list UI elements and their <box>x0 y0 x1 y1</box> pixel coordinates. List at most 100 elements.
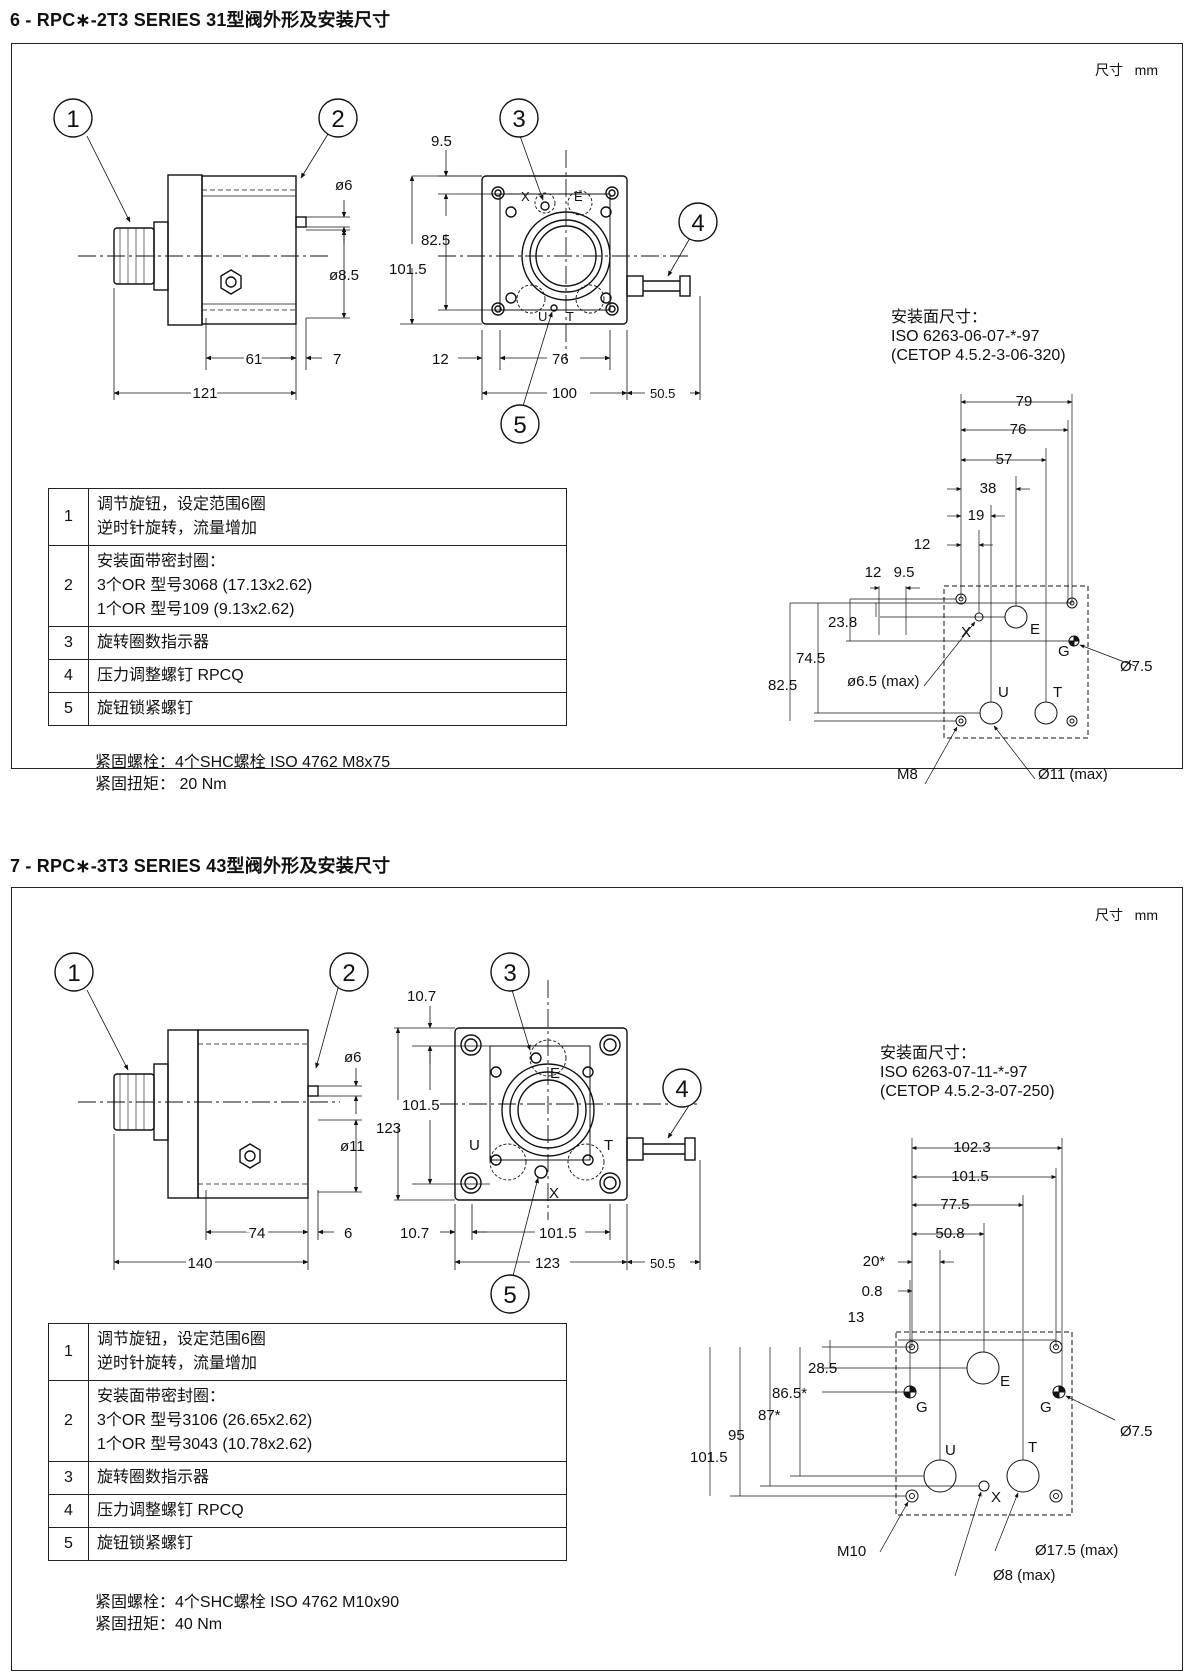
mounting-title: 安装面尺寸： <box>891 309 988 326</box>
side-view-6 <box>53 98 358 400</box>
callout-3: 3 <box>503 960 516 987</box>
mdim-101.5: 101.5 <box>951 1168 989 1185</box>
dim-body: 74 <box>249 1225 266 1242</box>
mounting-spec: 安装面尺寸： ISO 6263-07-11-*-97 (CETOP 4.5.2-… <box>880 1044 1055 1101</box>
mdim-13: 13 <box>848 1309 865 1326</box>
dim-overall-height: 123 <box>376 1120 401 1137</box>
fastening-notes: 紧固螺栓：4个SHC螺栓 ISO 4762 M10x90 紧固扭矩：40 Nm <box>95 1592 399 1636</box>
callout-1: 1 <box>67 960 80 987</box>
port-u: U <box>538 309 547 324</box>
dim-overall: 121 <box>192 385 217 402</box>
dim-top-offset: 9.5 <box>431 133 452 150</box>
mask: 61 <box>246 351 263 368</box>
side-view-7 <box>54 952 369 1270</box>
fastening-torque: 紧固扭矩： 20 Nm <box>95 776 227 793</box>
mdim-28.5: 28.5 <box>808 1360 837 1377</box>
mport-t: T <box>1053 684 1062 701</box>
mask: 140 <box>187 1255 212 1272</box>
dim-overall: 140 <box>187 1255 212 1272</box>
labels-7: 1 2 3 4 5 ø6 ø11 74 74 6 140 140 10.7 10… <box>67 960 1152 1584</box>
labels-6: 1 2 3 4 5 ø6 ø8.5 61 61 7 121 121 9.5 82… <box>66 106 1152 783</box>
fastening-notes: 紧固螺栓：4个SHC螺栓 ISO 4762 M8x75 紧固扭矩： 20 Nm <box>95 752 390 796</box>
mdim-86.5: 86.5* <box>772 1385 807 1402</box>
mdim-77.5: 77.5 <box>940 1196 969 1213</box>
port-t: T <box>604 1137 613 1154</box>
mport-t: T <box>1028 1439 1037 1456</box>
unit-label: 尺寸 mm <box>1095 907 1158 923</box>
mport-g1: G <box>916 1399 928 1416</box>
section-title: 7 - RPC∗-3T3 SERIES 43型阀外形及安装尺寸 <box>10 856 391 876</box>
mdim-74.5: 74.5 <box>796 650 825 667</box>
mdim-20: 20* <box>863 1253 886 1270</box>
callout-4: 4 <box>691 210 704 237</box>
mounting-title: 安装面尺寸： <box>880 1045 977 1062</box>
mlabel-thread: M8 <box>897 766 918 783</box>
port-x: E <box>550 1065 560 1082</box>
dim-overall-width: 123 <box>535 1255 560 1272</box>
mport-x: X <box>991 1489 1001 1506</box>
callout-5: 5 <box>503 1282 516 1309</box>
mounting-spec: 安装面尺寸： ISO 6263-06-07-*-97 (CETOP 4.5.2-… <box>891 308 1066 365</box>
front-view-7 <box>394 952 702 1314</box>
dim-top-offset: 10.7 <box>407 988 436 1005</box>
mask: 121 <box>192 385 217 402</box>
port-x: X <box>549 1185 559 1202</box>
drawing-frame <box>11 887 1183 1671</box>
mdim-9.5: 9.5 <box>894 564 915 581</box>
mounting-iso: ISO 6263-06-07-*-97 <box>891 328 1040 345</box>
mdim-0.8: 0.8 <box>862 1283 883 1300</box>
dim-left-offset: 10.7 <box>400 1225 429 1242</box>
mounting-iso: ISO 6263-07-11-*-97 <box>880 1064 1028 1081</box>
dim-gap: 7 <box>333 351 341 368</box>
dim-dia-small: ø6 <box>344 1049 362 1066</box>
mdim-87: 87* <box>758 1407 781 1424</box>
drawing-frame <box>11 43 1183 769</box>
mask: 74 <box>249 1225 266 1242</box>
mdim-76: 76 <box>1010 421 1027 438</box>
port-u: U <box>469 1137 480 1154</box>
dim-inner-height: 82.5 <box>421 232 450 249</box>
fastening-bolts: 紧固螺栓：4个SHC螺栓 ISO 4762 M8x75 <box>95 754 391 771</box>
mport-u: U <box>945 1442 956 1459</box>
mdim-23.8: 23.8 <box>828 614 857 631</box>
callout-2: 2 <box>342 960 355 987</box>
mdim-101.5-v: 101.5 <box>690 1449 728 1466</box>
mport-x: X <box>961 624 971 641</box>
callout-2: 2 <box>331 106 344 133</box>
mounting-surface-6 <box>789 394 1136 785</box>
mdim-102.3: 102.3 <box>953 1139 991 1156</box>
dim-dia-large: ø11 <box>340 1138 365 1155</box>
port-e: E <box>574 189 583 204</box>
mlabel-small-hole: Ø8 (max) <box>993 1567 1056 1584</box>
mport-u: U <box>998 684 1009 701</box>
mport-e: E <box>1030 621 1040 638</box>
dim-screw-ext: 50.5 <box>650 1256 675 1271</box>
dim-dia-large: ø8.5 <box>329 267 359 284</box>
mdim-50.8: 50.8 <box>935 1225 964 1242</box>
front-view-6 <box>400 98 718 444</box>
mdim-95: 95 <box>728 1427 745 1444</box>
dim-dia-small: ø6 <box>335 177 353 194</box>
mlabel-locating: Ø7.5 <box>1120 658 1153 675</box>
fastening-bolts: 紧固螺栓：4个SHC螺栓 ISO 4762 M10x90 <box>95 1594 400 1611</box>
mlabel-thread: M10 <box>837 1543 866 1560</box>
callout-3: 3 <box>512 106 525 133</box>
callout-4: 4 <box>675 1076 688 1103</box>
mlabel-small-hole: ø6.5 (max) <box>847 673 920 690</box>
mounting-cetop: (CETOP 4.5.2-3-07-250) <box>880 1083 1055 1100</box>
port-t: T <box>566 309 574 324</box>
mport-g2: G <box>1040 1399 1052 1416</box>
mdim-12b: 12 <box>865 564 882 581</box>
dim-overall-width: 100 <box>552 385 577 402</box>
mlabel-port: Ø11 (max) <box>1038 766 1108 783</box>
